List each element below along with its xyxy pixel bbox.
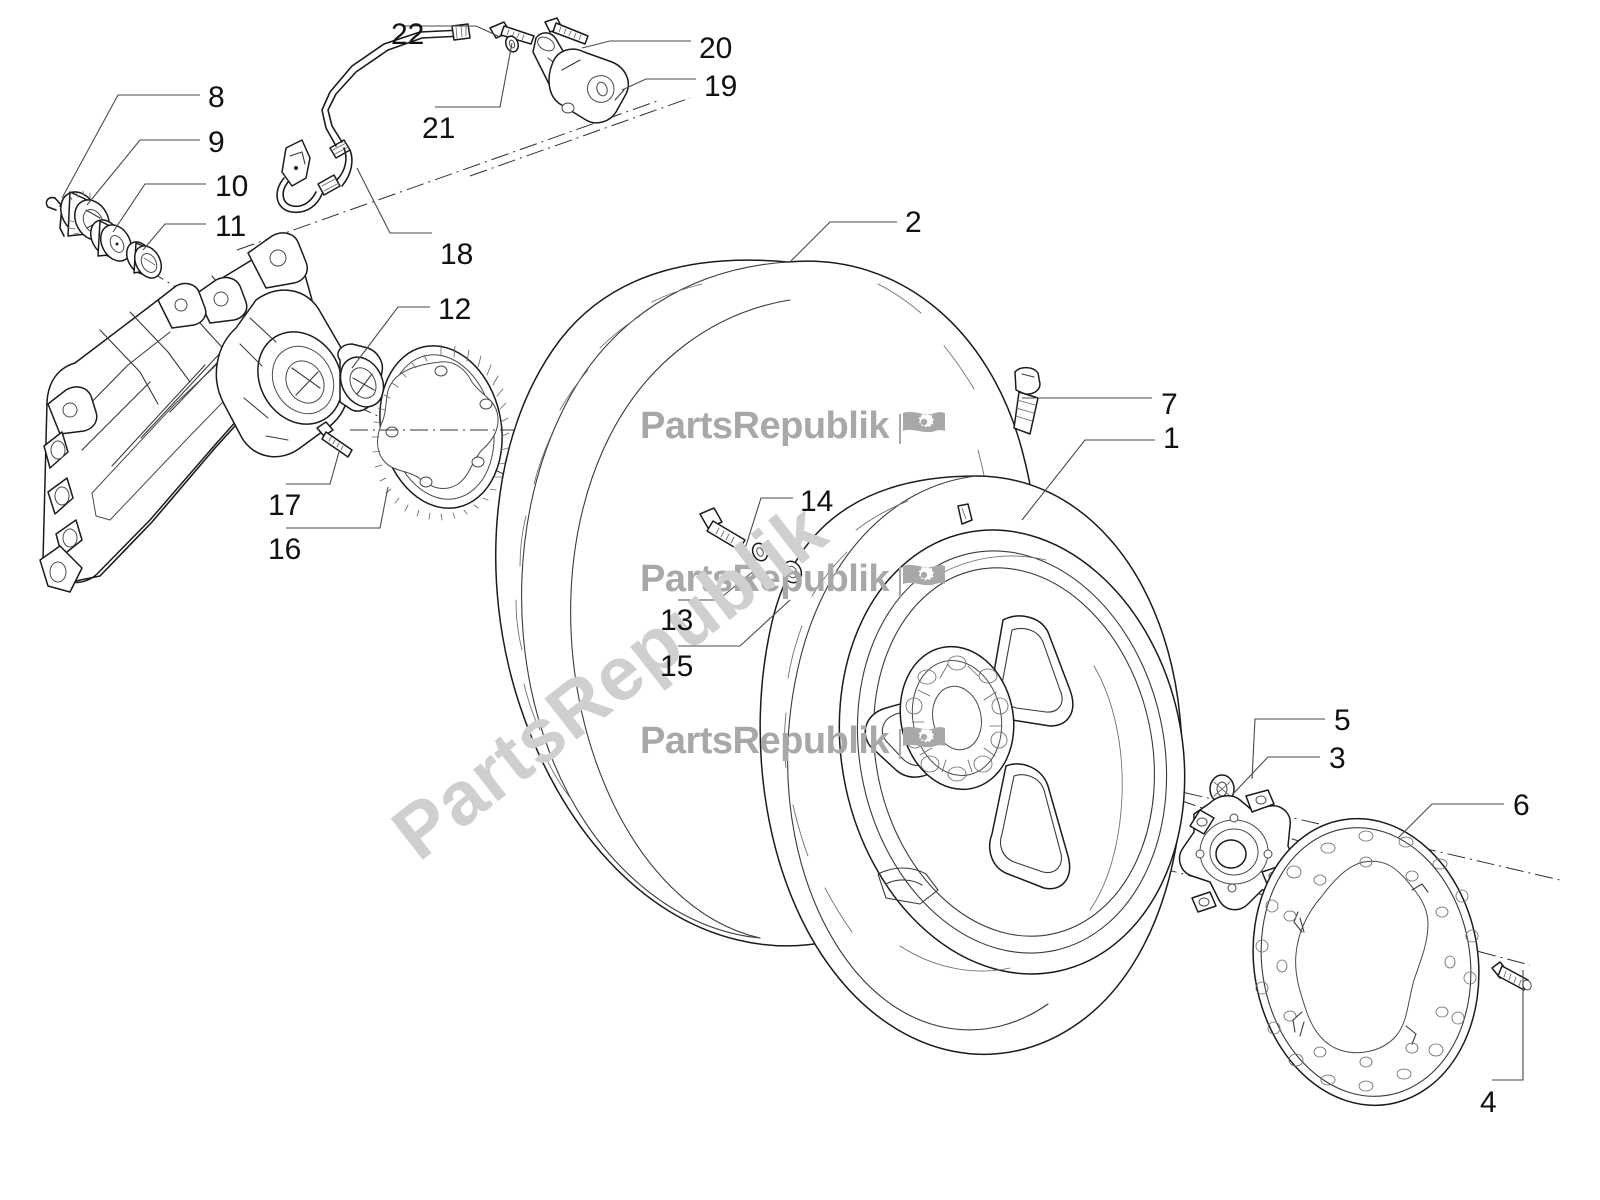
callout-caliper-bolt: 20: [699, 32, 733, 65]
leader-line-rear-tyre: [789, 221, 897, 263]
leader-line-rear-brake-disc: [1397, 803, 1504, 839]
leader-line-split-pin: [61, 94, 200, 199]
callout-seal-ring: 11: [215, 210, 247, 243]
callout-brake-disc-screw: 4: [1480, 1086, 1497, 1119]
leader-line-brake-hose: [404, 25, 499, 37]
callout-bearing-cover: 12: [438, 293, 472, 326]
leader-line-hub-nut: [1251, 718, 1325, 780]
callout-rear-brake-disc: 6: [1513, 789, 1530, 822]
leader-line-abs-tone-ring: [286, 486, 389, 529]
callout-leader-lines: [61, 25, 1524, 1081]
callout-valve-stem-washer: 13: [660, 604, 694, 637]
callout-abs-tone-ring: 16: [268, 533, 302, 566]
callout-hub-nut: 5: [1334, 704, 1351, 737]
leader-line-seal-ring: [142, 223, 206, 251]
leader-line-wheel-hub-flange: [1231, 756, 1320, 796]
leader-line-crown-nut: [86, 139, 200, 206]
callout-wheel-stud-screw: 7: [1161, 388, 1178, 421]
part-14-wheel-bolt: [699, 507, 746, 551]
part-12-bearing-cover: [337, 343, 385, 412]
part-11-seal-ring: [125, 241, 163, 279]
leader-line-abs-sensor-cable: [356, 167, 432, 234]
leader-line-rear-wheel-rim: [1021, 439, 1155, 521]
leader-line-caliper-bolt: [581, 40, 691, 49]
leader-line-tone-ring-screw: [286, 451, 340, 485]
leader-line-valve-stem-washer: [678, 565, 761, 601]
part-10-spacer: [90, 219, 132, 262]
leader-line-valve-stem-nut: [678, 599, 791, 647]
callout-hub-nut-spacer: 10: [215, 170, 249, 203]
part-16-abs-tone-ring: [371, 344, 510, 521]
leader-line-brake-caliper-bracket: [621, 78, 696, 91]
leader-line-brake-disc-screw: [1492, 970, 1524, 1081]
callout-crown-nut: 9: [208, 126, 225, 159]
leader-line-bearing-cover: [351, 306, 430, 369]
leader-line-wheel-bolt: [743, 497, 793, 553]
callout-valve-stem-nut: 15: [660, 650, 694, 683]
part-7-wheel-stud-screw: [1013, 366, 1041, 435]
callout-tone-ring-screw: 17: [268, 489, 302, 522]
leader-line-banjo-washer: [435, 42, 513, 108]
callout-rear-wheel-rim: 1: [1163, 422, 1180, 455]
part-15-valve-nut: [781, 560, 803, 584]
leader-line-hub-nut-spacer: [112, 183, 206, 233]
callout-banjo-washer: 21: [422, 112, 456, 145]
callout-brake-hose: 22: [391, 18, 425, 51]
part-1-rear-wheel-rim: [759, 475, 1186, 1056]
part-6-rear-brake-disc: [1252, 817, 1480, 1107]
part-4-brake-disc-screw: [1491, 961, 1532, 991]
abs-sensor-cable-and-caliper-group: [276, 17, 630, 214]
callout-wheel-bolt: 14: [800, 485, 834, 518]
part-17-tone-ring-screw: [316, 421, 353, 458]
callout-brake-caliper-bracket: 19: [704, 70, 738, 103]
callout-split-pin: 8: [208, 81, 225, 114]
callout-wheel-hub-flange: 3: [1329, 742, 1346, 775]
part-13-valve-washer: [751, 542, 769, 562]
swing-arm-assembly: [39, 232, 351, 593]
callout-rear-tyre: 2: [905, 206, 922, 239]
callout-abs-sensor-cable: 18: [440, 238, 474, 271]
